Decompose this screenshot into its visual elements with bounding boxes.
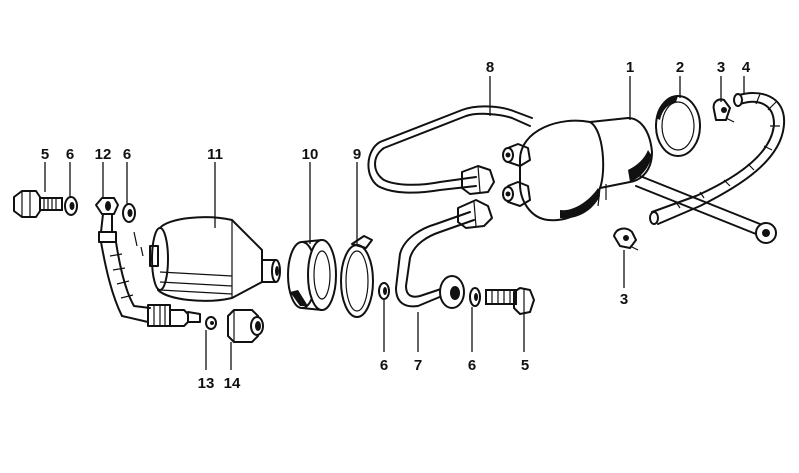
part-3-hose-clamp-bottom <box>613 227 639 251</box>
fuel-hose-lower-left <box>100 241 201 327</box>
callout-6-right: 6 <box>468 357 476 374</box>
part-6-washer-right <box>469 287 481 307</box>
callout-6-left: 6 <box>66 146 74 163</box>
callout-14: 14 <box>224 375 241 392</box>
mounting-strap <box>635 175 777 244</box>
callout-13: 13 <box>198 375 215 392</box>
callout-6-center: 6 <box>380 357 388 374</box>
part-5-bolt-left <box>13 190 63 218</box>
part-6-washer-center <box>378 282 390 300</box>
callout-3-top: 3 <box>717 59 725 76</box>
callout-3-bottom: 3 <box>620 291 628 308</box>
part-8-fuel-line-loop <box>367 105 533 195</box>
leader-lines <box>44 76 745 370</box>
callout-1: 1 <box>626 59 634 76</box>
callout-6-mid: 6 <box>123 146 131 163</box>
part-1-pressure-damper <box>502 117 653 222</box>
part-11-fuel-filter <box>149 216 281 302</box>
part-5-bolt-right <box>485 287 535 315</box>
callout-9: 9 <box>353 146 361 163</box>
callout-7: 7 <box>414 357 422 374</box>
part-14-nut <box>227 309 264 343</box>
part-12-banjo-fitting <box>95 197 119 243</box>
part-9-clamp-ring <box>340 235 374 318</box>
callout-5-left: 5 <box>41 146 49 163</box>
callout-10: 10 <box>302 146 319 163</box>
part-7-fuel-line-lower <box>395 199 493 309</box>
part-6-washer-mid <box>122 203 136 223</box>
callout-4: 4 <box>742 59 751 76</box>
callout-numbers: 5 6 12 6 11 10 9 8 1 2 3 4 3 6 7 6 5 13 … <box>41 59 751 392</box>
part-10-mount-sleeve <box>287 239 337 311</box>
callout-2: 2 <box>676 59 684 76</box>
callout-12: 12 <box>95 146 112 163</box>
callout-8: 8 <box>486 59 494 76</box>
callout-11: 11 <box>207 146 223 163</box>
callout-5-right: 5 <box>521 357 529 374</box>
part-6-washer-left <box>64 196 78 216</box>
part-4-fuel-hose <box>649 92 786 225</box>
part-13-small-washer <box>205 316 217 330</box>
part-2-mounting-ring <box>655 95 701 157</box>
part-3-hose-clamp-top <box>712 98 735 123</box>
